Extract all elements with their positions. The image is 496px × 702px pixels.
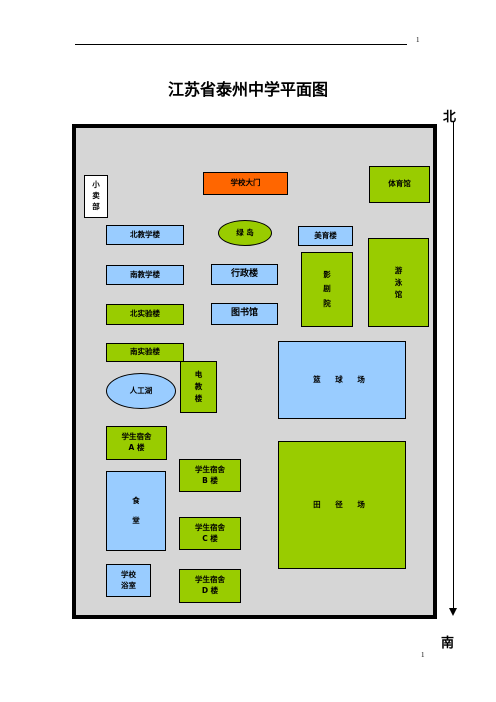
building-lake-label: 人工湖 [129,385,153,395]
building-electric[interactable]: 电教楼 [180,361,217,413]
building-track[interactable]: 田 径 场 [278,441,406,569]
building-south-teaching-label: 南教学楼 [130,269,160,279]
building-cinema[interactable]: 影剧院 [301,252,353,327]
north-label: 北 [443,110,457,125]
building-dorm-b-label: 学生宿舍 B 楼 [195,464,225,485]
building-pool-label: 游泳馆 [394,265,403,299]
building-north-lab[interactable]: 北实验楼 [106,304,184,325]
south-label: 南 [441,636,455,651]
page-title: 江苏省泰州中学平面图 [167,80,328,99]
building-store[interactable]: 小卖部 [84,175,108,218]
building-gate-label: 学校大门 [230,178,261,188]
building-library[interactable]: 图书馆 [211,303,278,325]
north-south-arrow-line [453,122,454,610]
building-store-label: 小卖部 [92,180,100,211]
building-south-lab-label: 南实验楼 [130,347,160,357]
building-dorm-b[interactable]: 学生宿舍 B 楼 [179,459,241,492]
header-rule [75,44,407,45]
page-number-top: 1 [416,36,420,44]
building-art-label: 美育楼 [314,230,337,240]
arrow-down-icon [449,608,457,616]
building-canteen[interactable]: 食 堂 [106,471,166,551]
building-north-lab-label: 北实验楼 [130,309,160,319]
building-gym-label: 体育馆 [388,179,411,189]
building-north-teaching-label: 北教学楼 [130,229,160,239]
building-dorm-c-label: 学生宿舍 C 楼 [195,522,225,543]
building-south-lab[interactable]: 南实验楼 [106,343,184,362]
building-admin-label: 行政楼 [230,268,258,279]
building-bath[interactable]: 学校 浴室 [106,564,151,597]
building-basketball[interactable]: 篮 球 场 [278,341,406,419]
building-track-label: 田 径 场 [313,499,371,509]
building-art[interactable]: 美育楼 [298,226,353,246]
building-canteen-label: 食 堂 [132,496,140,525]
building-electric-label: 电教楼 [194,370,203,403]
building-south-teaching[interactable]: 南教学楼 [106,265,184,285]
building-green-island[interactable]: 绿 岛 [218,220,272,246]
building-admin[interactable]: 行政楼 [211,264,278,285]
building-dorm-a-label: 学生宿舍 A 楼 [121,432,152,452]
building-gate[interactable]: 学校大门 [203,172,288,195]
building-north-teaching[interactable]: 北教学楼 [106,225,184,245]
building-library-label: 图书馆 [230,308,258,319]
campus-map: 小卖部 学校大门 体育馆 北教学楼 绿 岛 美育楼 影剧院 游泳馆 南教学楼 行… [72,124,437,619]
building-lake[interactable]: 人工湖 [106,373,176,409]
building-pool[interactable]: 游泳馆 [368,238,429,327]
building-bath-label: 学校 浴室 [121,569,136,590]
page-number-bottom: 1 [421,651,425,659]
building-dorm-d-label: 学生宿舍 D 楼 [195,575,225,595]
building-dorm-d[interactable]: 学生宿舍 D 楼 [179,569,241,603]
building-dorm-a[interactable]: 学生宿舍 A 楼 [106,426,167,460]
building-gym[interactable]: 体育馆 [369,166,430,203]
building-cinema-label: 影剧院 [323,270,331,308]
building-dorm-c[interactable]: 学生宿舍 C 楼 [179,517,241,550]
building-basketball-label: 篮 球 场 [313,374,371,384]
building-green-island-label: 绿 岛 [236,227,254,237]
